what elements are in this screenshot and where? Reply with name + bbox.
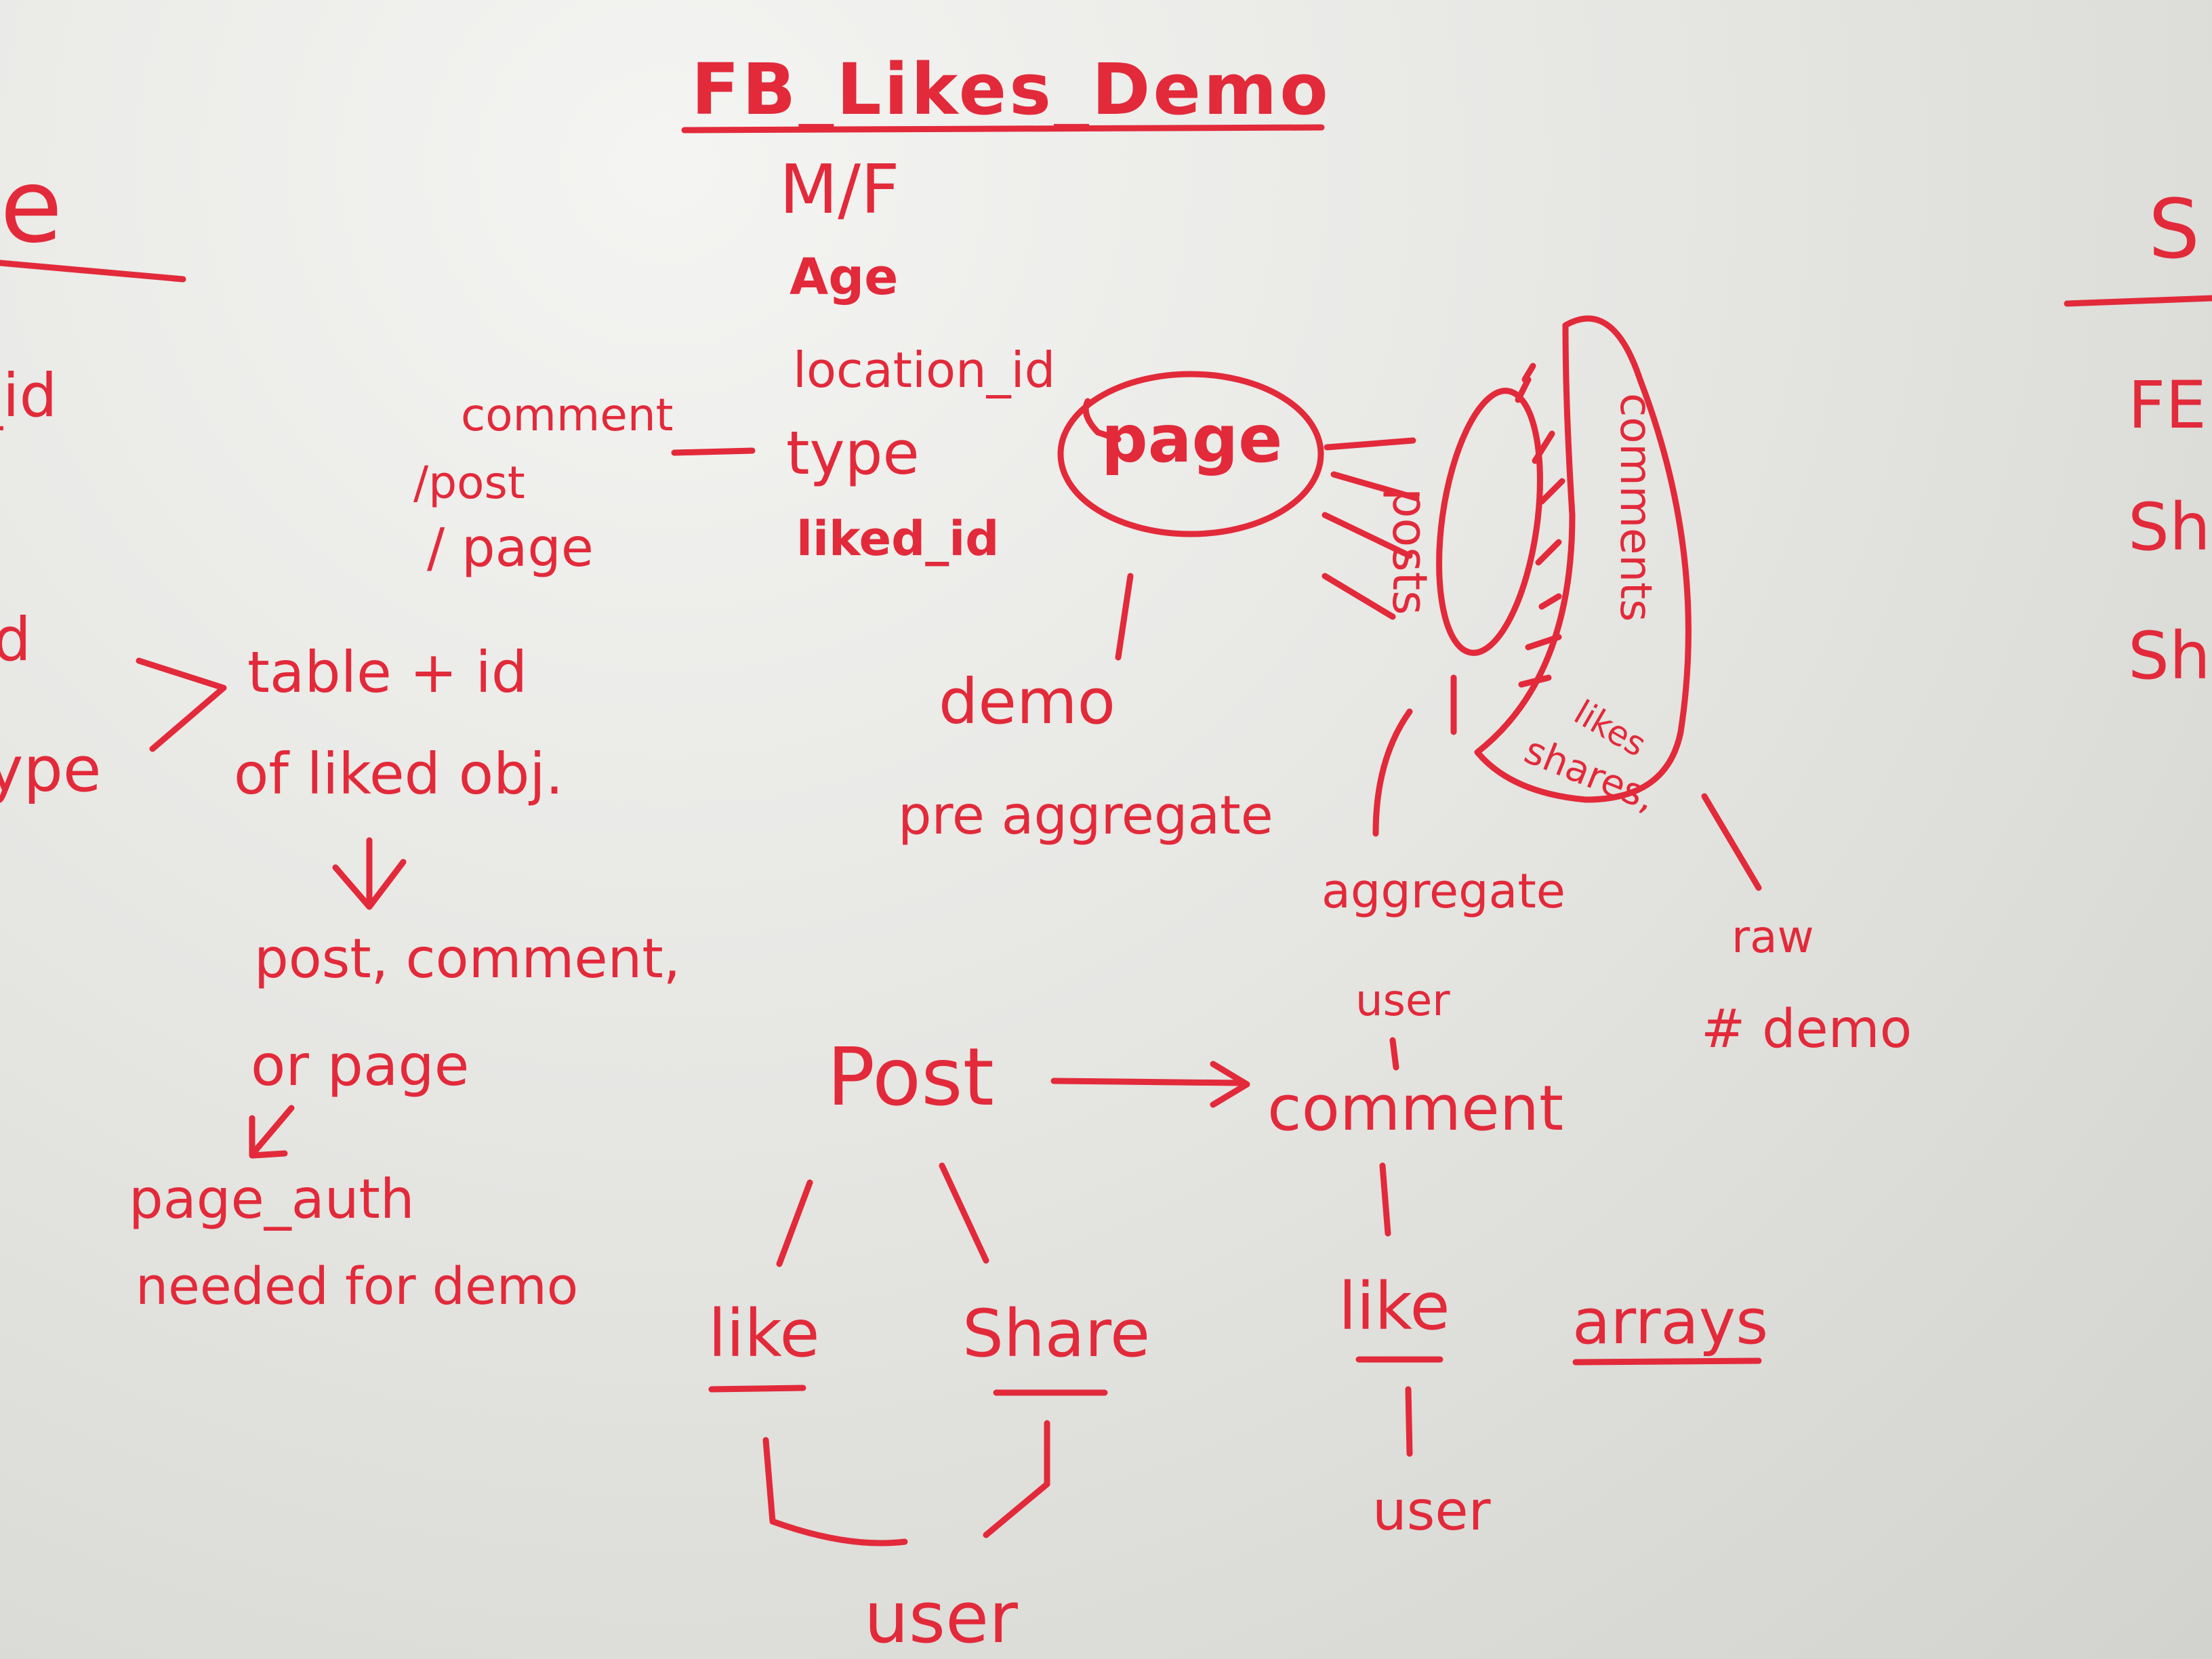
left-edge-fragment-e: e bbox=[0, 148, 63, 266]
posts-capsule bbox=[1436, 388, 1543, 656]
left-edge-fragment-ype: ype bbox=[0, 733, 102, 806]
field-age: Age bbox=[790, 248, 899, 306]
page-demo-line bbox=[1115, 573, 1134, 661]
liked-kinds-line2: or page bbox=[251, 1032, 470, 1099]
tree-user-bottom: user bbox=[864, 1576, 1018, 1659]
comments-capsule bbox=[1474, 315, 1692, 803]
tree-like-left: like bbox=[708, 1296, 820, 1372]
down-arrow-1 bbox=[332, 837, 407, 910]
raw-note-line1: raw bbox=[1732, 911, 1814, 963]
liked-kinds-line1: post, comment, bbox=[254, 927, 681, 990]
right-edge-fragment-sh-1: Sh bbox=[2128, 489, 2211, 565]
arrays-label: arrays bbox=[1572, 1286, 1769, 1358]
aggregate-line bbox=[1372, 708, 1413, 837]
right-edge-fragment-fe: FE bbox=[2128, 367, 2207, 443]
left-edge-fragment-d: d bbox=[0, 605, 31, 674]
tree-share: Share bbox=[962, 1296, 1151, 1372]
tree-user-right: user bbox=[1372, 1479, 1491, 1542]
field-gender: M/F bbox=[779, 150, 900, 229]
aggregate-note-line2: user bbox=[1355, 976, 1450, 1026]
field-location-id: location_id bbox=[793, 342, 1056, 398]
right-edge-fragment-s: S bbox=[2148, 183, 2200, 277]
page-note-line2: pre aggregate bbox=[898, 785, 1273, 846]
like-underline bbox=[708, 1385, 806, 1393]
type-connector bbox=[671, 447, 756, 456]
raw-line bbox=[1701, 793, 1762, 891]
user-bracket bbox=[762, 1420, 1050, 1547]
arrays-underline bbox=[1572, 1357, 1762, 1366]
page-node-label: page bbox=[1101, 401, 1283, 477]
type-option-comment: comment bbox=[461, 389, 674, 441]
comments-vertical-label: comments bbox=[1610, 393, 1660, 622]
field-type: type bbox=[786, 418, 920, 488]
tree-post: Post bbox=[827, 1030, 994, 1124]
aggregate-note-line1: aggregate bbox=[1322, 863, 1565, 919]
page-auth-line1: page_auth bbox=[129, 1168, 415, 1231]
page-note-line1: demo bbox=[939, 665, 1115, 738]
field-liked-id: liked_id bbox=[796, 511, 1000, 567]
post-comment-arrow bbox=[1050, 1061, 1250, 1108]
tree-comment: comment bbox=[1267, 1072, 1564, 1145]
page-auth-line2: needed for demo bbox=[136, 1256, 579, 1316]
type-option-post: /post bbox=[413, 457, 525, 509]
right-edge-underline bbox=[2064, 295, 2212, 307]
raw-note-line2: # demo bbox=[1701, 999, 1912, 1060]
left-edge-fragment-id: _id bbox=[0, 361, 58, 430]
posts-vertical-label: posts bbox=[1382, 488, 1437, 615]
left-edge-underline bbox=[0, 260, 186, 283]
down-left-arrow bbox=[249, 1105, 295, 1159]
page-ellipse bbox=[1057, 371, 1324, 537]
title-underline bbox=[681, 124, 1325, 134]
board-title: FB_Likes_Demo bbox=[691, 48, 1331, 131]
tree-like-right: like bbox=[1338, 1269, 1450, 1345]
right-edge-fragment-sh-2: Sh bbox=[2128, 618, 2211, 694]
liked-note-line1: table + id bbox=[247, 639, 528, 705]
liked-arrow bbox=[136, 657, 227, 752]
liked-note-line2: of liked obj. bbox=[234, 741, 564, 807]
type-option-page: / page bbox=[427, 518, 594, 579]
